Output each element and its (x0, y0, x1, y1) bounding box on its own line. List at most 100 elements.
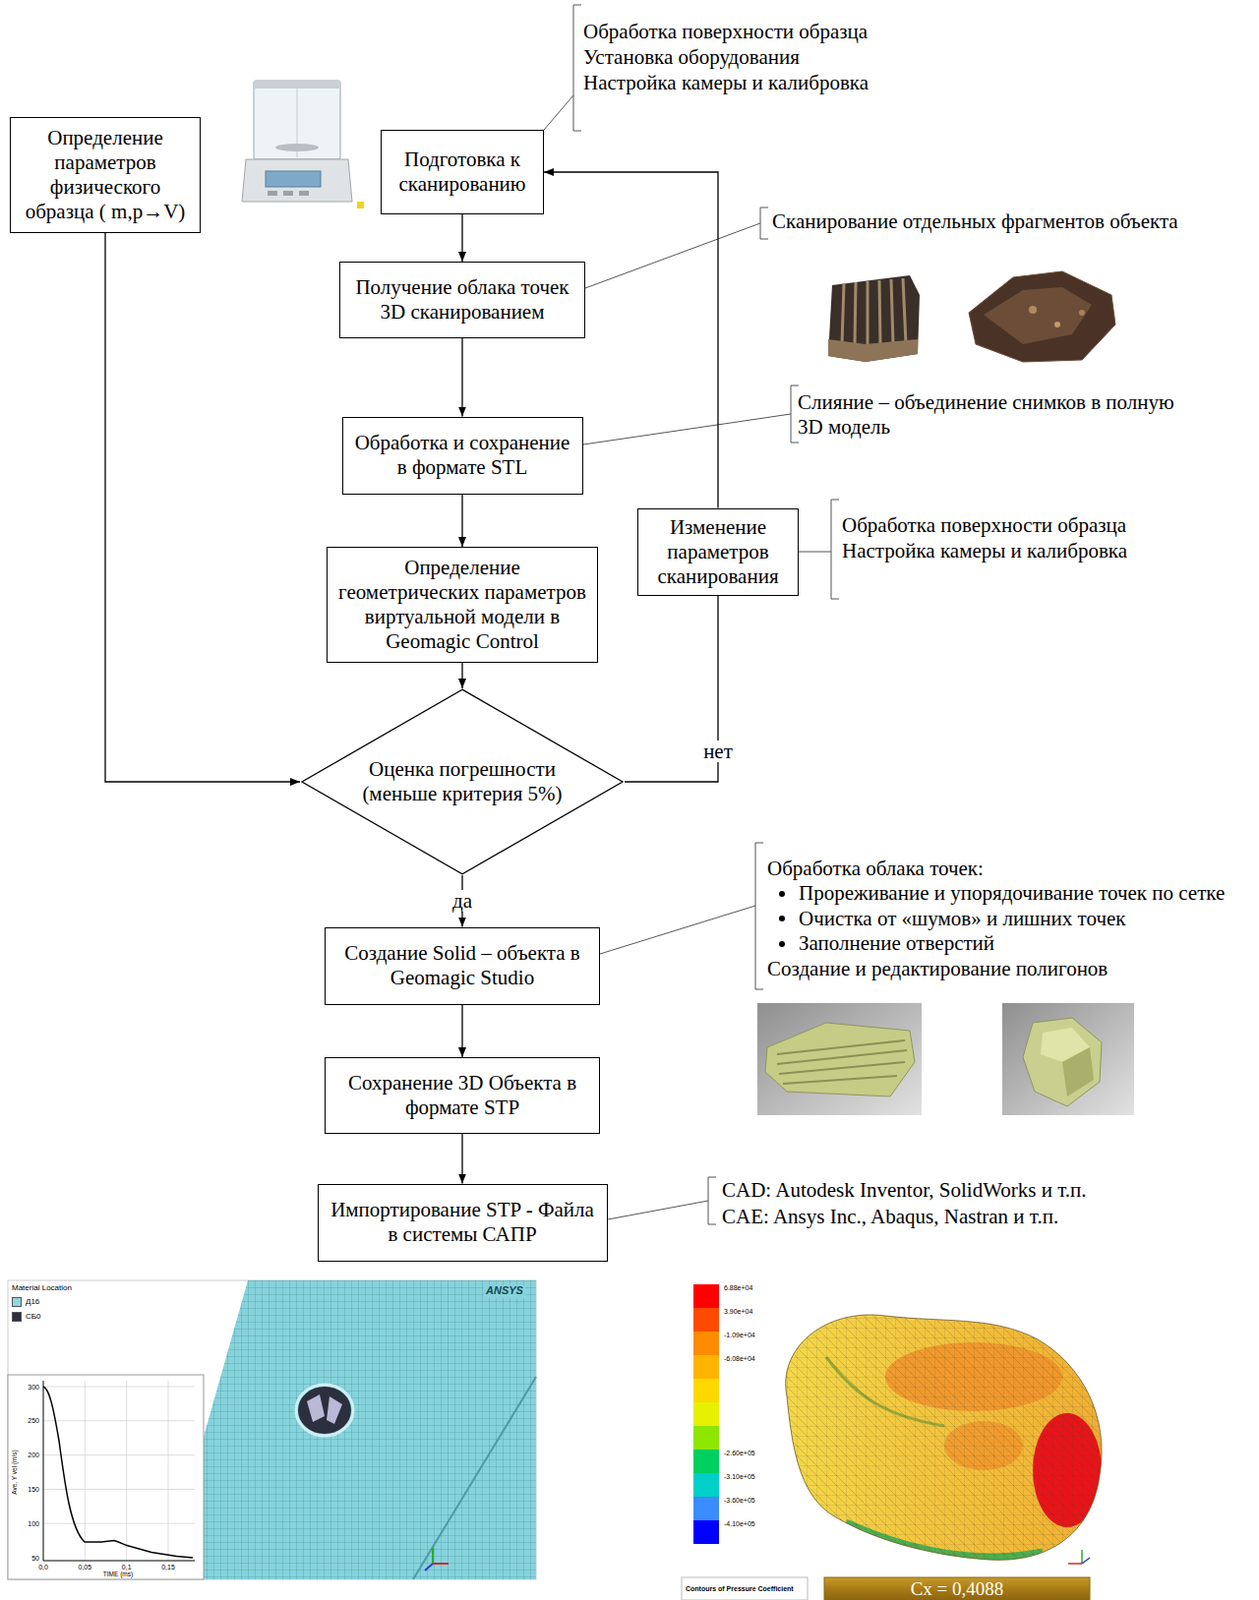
process-box: Определение геометрических параметров ви… (326, 546, 599, 663)
callout-text: Настройка камеры и калибровка (841, 539, 1128, 564)
process-box: Подготовка к сканированию (380, 129, 544, 215)
flow-connector (461, 662, 463, 689)
node-text: Определение параметров физического образ… (18, 125, 192, 225)
flow-connector (461, 338, 463, 418)
colorbar-value: -4.10e+05 (723, 1519, 756, 1529)
list-bullet (779, 915, 785, 922)
axis-tick: 0,15 (153, 1562, 183, 1572)
balance-pan (275, 143, 319, 152)
model-ridge (779, 1062, 905, 1075)
fragment-ridge (879, 280, 881, 345)
axis-tick: 100 (15, 1519, 40, 1529)
flow-connector (461, 1134, 463, 1185)
chart-gridline (43, 1420, 195, 1422)
legend-swatch (11, 1312, 22, 1322)
fragment-debris (326, 1396, 343, 1425)
balance-display (265, 171, 321, 187)
colorbar-value: 6.88e+04 (723, 1283, 753, 1293)
fragment-debris (306, 1394, 325, 1423)
edge-label: да (449, 890, 476, 912)
colorbar-segment (693, 1497, 720, 1521)
colorbar-segment (693, 1308, 720, 1332)
callout-text: Обработка поверхности образца (583, 19, 868, 45)
model-render (765, 1022, 915, 1097)
chart-gridline (43, 1386, 195, 1388)
process-box: Создание Solid – объекта в Geomagic Stud… (324, 927, 600, 1006)
model-ridge (782, 1076, 898, 1084)
software-logo: ANSYS (483, 1284, 526, 1299)
list-item: Заполнение отверстий (798, 931, 995, 957)
balance-button (299, 190, 309, 196)
axis-tick: 0,0 (28, 1562, 59, 1572)
colorbar-segment (693, 1520, 720, 1545)
colorbar-value: -2.60e+05 (723, 1448, 756, 1458)
edge-label: нет (700, 740, 736, 763)
leader-line (607, 1200, 709, 1220)
flow-connector (461, 214, 463, 262)
colorbar-segment (693, 1473, 720, 1498)
callout-text: Сканирование отдельных фрагментов объект… (772, 209, 1179, 235)
node-text: Изменение параметров сканирования (646, 515, 790, 590)
axis-tick: 50 (15, 1554, 40, 1563)
plot-caption: Contours of Pressure Coefficient (685, 1584, 794, 1594)
diamond-outline (301, 689, 623, 875)
callout-bracket (760, 207, 769, 240)
chart-gridline (43, 1523, 195, 1525)
fragment-ridge (891, 279, 894, 345)
model-render-bg (1002, 1003, 1135, 1116)
tube-edge (413, 1377, 537, 1580)
axis-tick: 0,1 (112, 1562, 142, 1572)
callout-text: Обработка облака точек: (767, 856, 984, 882)
colorbar-segment (693, 1331, 720, 1356)
chart-gridline (43, 1454, 195, 1456)
legend-title: Material Location (11, 1283, 72, 1294)
list-item: Прореживание и упорядочивание точек по с… (798, 881, 1225, 906)
axis-triad (431, 1548, 434, 1564)
callout-text: Слияние – объединение снимков в полную 3… (797, 390, 1192, 440)
axis-tick: 250 (15, 1416, 40, 1426)
balance-button (267, 190, 278, 196)
fragment-photo (828, 339, 918, 362)
legend-swatch (11, 1297, 22, 1308)
legend-text: Д16 (25, 1297, 40, 1308)
callout-text: Настройка камеры и калибровка (583, 70, 869, 96)
mesh-surface (163, 1280, 537, 1580)
fragment-photo (983, 287, 1092, 345)
marker-square (357, 201, 364, 209)
colorbar-segment (693, 1449, 720, 1474)
colorbar-segment (693, 1426, 720, 1450)
node-text: Обработка и сохранение в формате STL (351, 430, 575, 480)
node-text: Сохранение 3D Объекта в формате STP (333, 1071, 592, 1121)
colorbar-segment (693, 1284, 720, 1309)
callout-bracket (790, 385, 799, 443)
axis-tick: 300 (15, 1382, 40, 1392)
leader-line (599, 905, 756, 955)
process-box: Получение облака точек 3D сканированием (339, 261, 586, 339)
fragment-ridge (841, 283, 844, 345)
node-text: Оценка погрешности (меньше критерия 5%) (354, 757, 571, 807)
colorbar-value: -3.10e+05 (723, 1472, 756, 1482)
node-text: Определение геометрических параметров ви… (335, 555, 590, 655)
chart-inset (7, 1375, 204, 1580)
leader-line (543, 95, 574, 130)
fragment-outline (785, 1315, 1102, 1560)
callout-bracket (831, 499, 840, 600)
callout-bracket (573, 4, 582, 131)
balance-base (241, 159, 353, 202)
list-item: Очистка от «шумов» и лишних точек (798, 906, 1126, 932)
node-text: Создание Solid – объекта в Geomagic Stud… (333, 941, 592, 991)
callout-text: Создание и редактирование полигонов (767, 957, 1108, 982)
axis-title: TIME (ms) (88, 1570, 148, 1579)
axis-tick: 0,05 (69, 1562, 100, 1572)
leader-line (583, 414, 791, 445)
flow-connector (461, 494, 463, 548)
fragment-photo (828, 275, 920, 362)
model-facet (1062, 1047, 1094, 1097)
axis-title: Ave. Y vel (m/s) (10, 1433, 19, 1512)
surface-mesh (777, 1308, 1112, 1569)
legend-text: СБ0 (25, 1312, 41, 1322)
axis-triad (432, 1562, 449, 1565)
chart-gridline (168, 1380, 170, 1561)
